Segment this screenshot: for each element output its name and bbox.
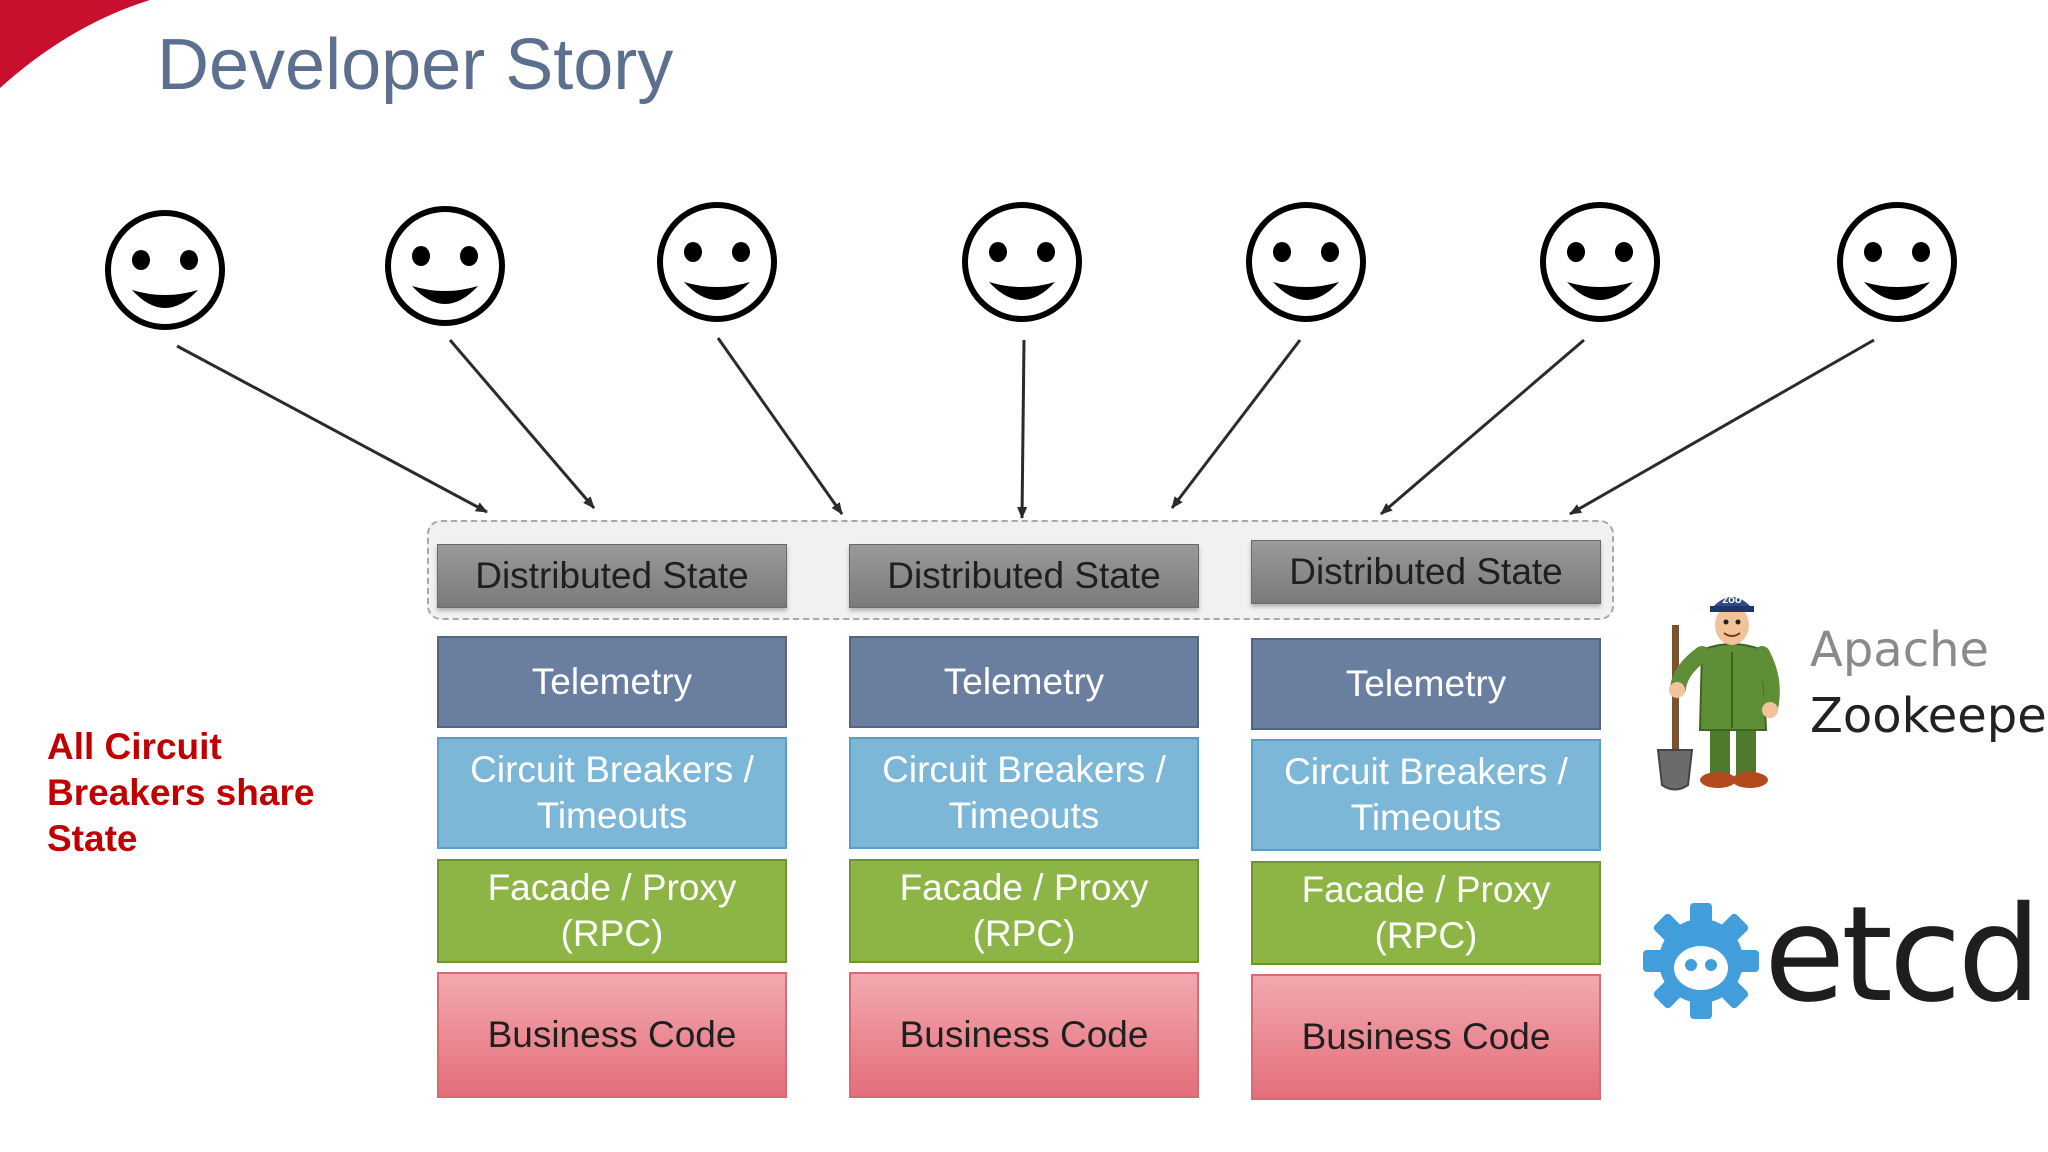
- distributed-state-box: Distributed State: [1251, 540, 1601, 604]
- developer-arrow: [716, 337, 844, 515]
- circuit-breakers-box: Circuit Breakers / Timeouts: [849, 737, 1199, 849]
- corner-accent: [0, 0, 150, 88]
- distributed-state-box: Distributed State: [437, 544, 787, 608]
- smiley-face-icon: [657, 202, 777, 322]
- zookeeper-mascot-icon: ZOO: [1656, 596, 1780, 791]
- developer-arrow: [1017, 339, 1028, 519]
- telemetry-box: Telemetry: [437, 636, 787, 728]
- developer-arrow: [1569, 338, 1875, 516]
- smiley-face-icon: [385, 206, 505, 326]
- side-note: All Circuit Breakers share State: [47, 726, 315, 859]
- distributed-state-box: Distributed State: [849, 544, 1199, 608]
- developer-arrow: [448, 339, 596, 509]
- smiley-face-icon: [1246, 202, 1366, 322]
- smiley-face-icon: [1540, 202, 1660, 322]
- smiley-face-icon: [105, 210, 225, 330]
- zookeeper-logo: ZOO Apache Zookeeper: [1650, 580, 2048, 800]
- business-code-box: Business Code: [1251, 974, 1601, 1100]
- zookeeper-apache-text: Apache: [1810, 622, 1990, 678]
- developer-arrow: [1380, 338, 1585, 516]
- circuit-breakers-box: Circuit Breakers / Timeouts: [1251, 739, 1601, 851]
- smiley-face-icon: [962, 202, 1082, 322]
- business-code-box: Business Code: [849, 972, 1199, 1098]
- telemetry-box: Telemetry: [1251, 638, 1601, 730]
- developer-arrow: [1170, 339, 1302, 509]
- etcd-text: etcd: [1764, 878, 2041, 1032]
- facade-proxy-box: Facade / Proxy (RPC): [849, 859, 1199, 963]
- telemetry-box: Telemetry: [849, 636, 1199, 728]
- facade-proxy-box: Facade / Proxy (RPC): [1251, 861, 1601, 965]
- zookeeper-name-text: Zookeeper: [1810, 688, 2048, 744]
- slide-title: Developer Story: [157, 25, 674, 105]
- smiley-face-icon: [1837, 202, 1957, 322]
- facade-proxy-box: Facade / Proxy (RPC): [437, 859, 787, 963]
- etcd-logo: etcd: [1642, 878, 2042, 1032]
- etcd-gear-icon: [1643, 903, 1759, 1019]
- business-code-box: Business Code: [437, 972, 787, 1098]
- developer-arrow: [176, 344, 488, 514]
- circuit-breakers-box: Circuit Breakers / Timeouts: [437, 737, 787, 849]
- zookeeper-cap-badge: ZOO: [1722, 596, 1742, 605]
